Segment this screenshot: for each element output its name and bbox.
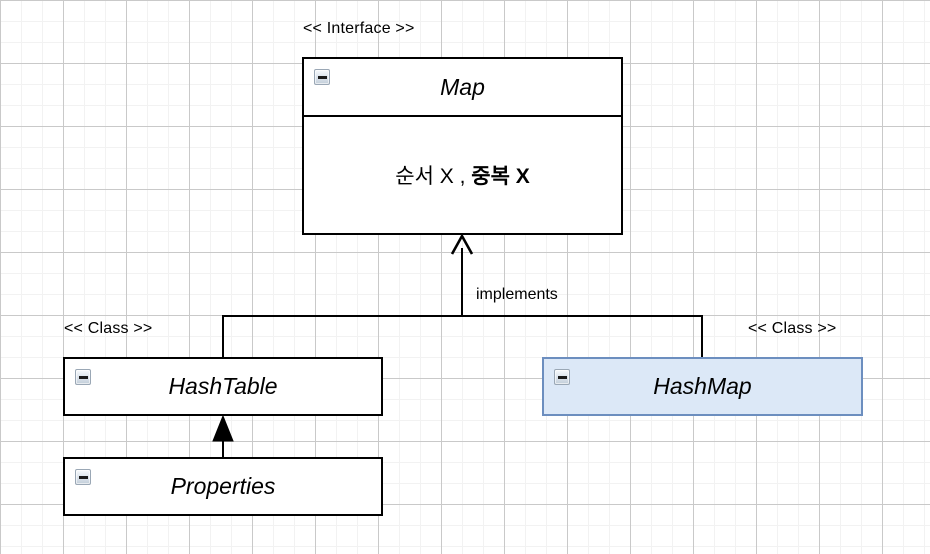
collapse-minus-icon[interactable] [75,469,91,485]
uml-class-box-properties[interactable]: Properties [63,457,383,516]
implements-edge-junction-bar[interactable] [222,315,703,317]
implements-edge-label: implements [476,286,558,303]
uml-compartment-map-attributes: 순서 X , 중복 X [304,115,621,233]
uml-class-box-hashmap[interactable]: HashMap [542,357,863,416]
compartment-text-bold: 중복 X [471,165,530,188]
uml-compartment-text: 순서 X , 중복 X [395,160,529,190]
collapse-minus-icon[interactable] [314,69,330,85]
stereotype-label-class-hashmap: << Class >> [748,320,837,337]
stereotype-label-interface: << Interface >> [303,20,415,37]
generalization-filled-arrowhead [212,414,234,442]
uml-class-box-map[interactable]: Map 순서 X , 중복 X [302,57,623,235]
compartment-text-plain: 순서 X , [395,165,472,188]
implements-edge-branch-hashtable[interactable] [222,315,224,358]
generalization-edge-properties[interactable] [222,440,224,458]
uml-class-box-hashtable[interactable]: HashTable [63,357,383,416]
collapse-minus-icon[interactable] [554,369,570,385]
uml-class-name-hashtable: HashTable [168,373,278,399]
uml-class-name-map: Map [440,73,485,100]
stereotype-label-class-hashtable: << Class >> [64,320,153,337]
uml-class-name-hashmap: HashMap [653,373,752,399]
collapse-minus-icon[interactable] [75,369,91,385]
implements-edge-branch-hashmap[interactable] [701,315,703,358]
implements-open-arrowhead [450,233,474,255]
implements-edge-riser[interactable] [461,248,463,316]
uml-class-name-properties: Properties [170,473,276,499]
